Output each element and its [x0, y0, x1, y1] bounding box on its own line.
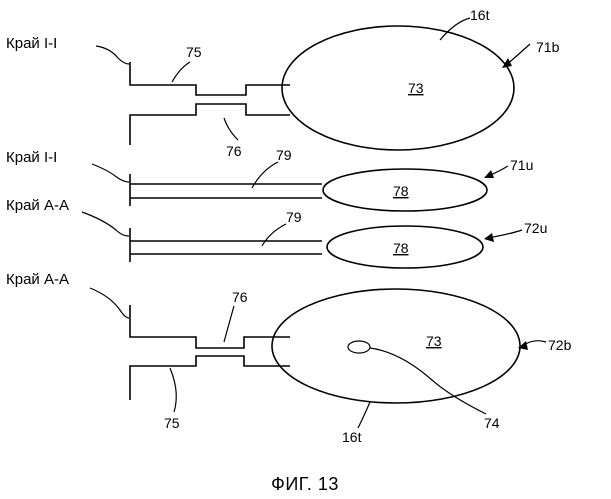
port-74	[348, 341, 370, 353]
edge-label-i-i-second: Край I-I	[6, 149, 57, 166]
ref-74: 74	[484, 415, 500, 431]
part-71b: Край I-I 16t 71b 75 73 76	[6, 7, 560, 159]
ref-76-bottom: 76	[232, 289, 248, 305]
outline-72b-lower	[130, 356, 290, 400]
ref-71u: 71u	[510, 157, 533, 173]
ref-78-a: 78	[393, 183, 409, 199]
figure-caption: ФИГ. 13	[271, 474, 339, 494]
leader-edge-i-i-second	[92, 164, 129, 182]
leader-76-bottom	[224, 306, 234, 342]
leader-74	[370, 348, 486, 414]
arrowhead-72u	[484, 233, 494, 242]
edge-label-a-a-bottom: Край A-A	[6, 271, 69, 288]
ref-76-top: 76	[226, 143, 242, 159]
ref-75-top: 75	[186, 44, 202, 60]
leader-edge-a-a-bottom	[90, 288, 129, 318]
ref-72u: 72u	[524, 220, 547, 236]
outline-71b-upper	[130, 62, 290, 95]
part-71u: Край I-I 79 71u 78	[6, 147, 533, 211]
balloon-71b	[282, 26, 514, 150]
ref-75-bottom: 75	[164, 415, 180, 431]
leader-79-b	[262, 224, 286, 246]
arrow-72u	[488, 230, 522, 238]
outline-71b-lower	[130, 104, 290, 145]
ref-79-a: 79	[276, 147, 292, 163]
edge-label-a-a-second: Край A-A	[6, 197, 69, 214]
balloon-72b	[272, 289, 520, 403]
ref-16t-top: 16t	[470, 7, 490, 23]
leader-edge-i-i-top	[96, 46, 129, 64]
ref-73-bottom: 73	[426, 333, 442, 349]
ref-16t-bottom: 16t	[342, 429, 362, 445]
ref-71b: 71b	[536, 39, 560, 55]
leader-75-top	[172, 62, 190, 82]
ref-78-b: 78	[393, 240, 409, 256]
edge-label-i-i-top: Край I-I	[6, 35, 57, 52]
leader-75-bottom	[170, 368, 176, 412]
part-72b: Край A-A 76 73 72b 75 74 16t	[6, 271, 572, 445]
leader-76-top	[224, 118, 238, 140]
ref-72b: 72b	[548, 337, 572, 353]
part-72u: Край A-A 79 72u 78	[6, 197, 547, 268]
arrowhead-71u	[484, 170, 494, 178]
leader-16t-bottom	[358, 402, 370, 428]
ref-73-top: 73	[408, 80, 424, 96]
outline-72b-upper	[130, 305, 290, 348]
leader-edge-a-a-second	[82, 212, 129, 236]
ref-79-b: 79	[286, 209, 302, 225]
